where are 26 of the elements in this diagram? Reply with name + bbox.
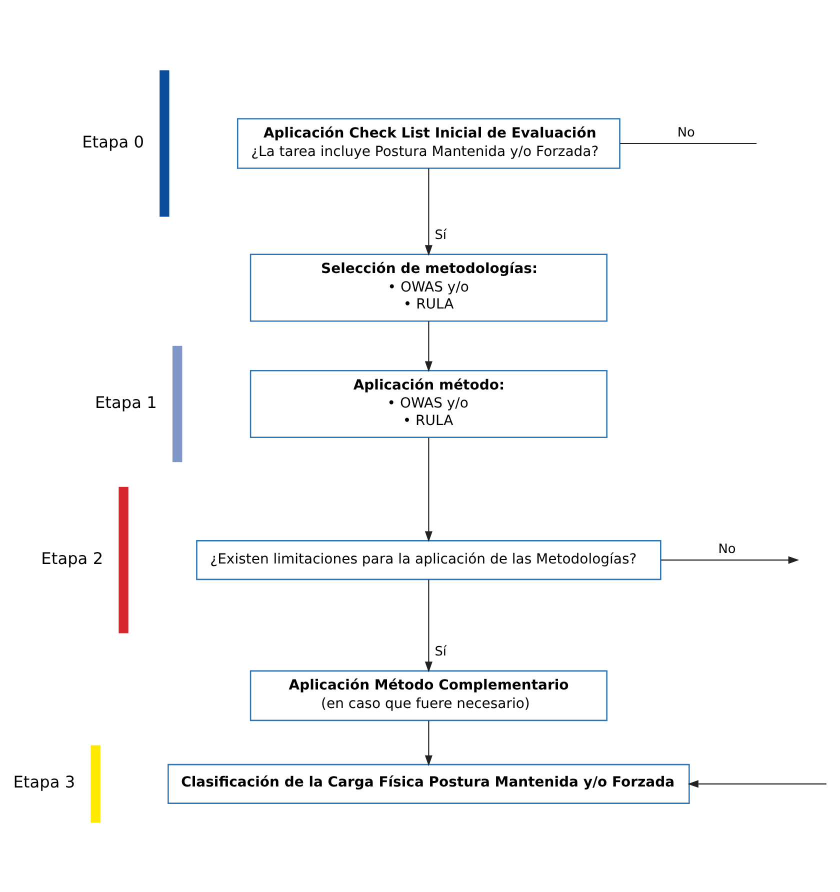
node-bar [172, 345, 182, 462]
edge-label: No [718, 542, 736, 557]
node-bar [160, 70, 170, 216]
node-bar [118, 486, 128, 633]
node-box: Aplicación Check List Inicial de Evaluación ¿La tarea incluye Postura Mantenida y/o Forzada? [236, 118, 620, 168]
arrow [660, 556, 800, 564]
node-box: Aplicación método: • OWAS y/o • RULA [250, 369, 608, 438]
arrow [688, 780, 826, 788]
node-label: Etapa 0 [82, 132, 144, 151]
node-bar [90, 744, 100, 822]
node-box: Aplicación Método Complementario (en caso que fuere necesario) [250, 670, 608, 721]
arrow [424, 579, 432, 672]
node-box: Clasificación de la Carga Física Postura Mantenida y/o Forzada [168, 763, 690, 804]
connector [620, 142, 757, 144]
edge-label: Sí [434, 227, 447, 242]
arrow [424, 320, 432, 372]
edge-label: Sí [434, 644, 447, 659]
edge-label: No [677, 125, 695, 140]
node-box: ¿Existen limitaciones para la aplicación de las Metodologías? [196, 540, 662, 580]
node-label: Etapa 2 [41, 548, 104, 568]
arrow [424, 437, 432, 542]
node-box: Selección de metodologías: • OWAS y/o • RULA [250, 253, 608, 322]
arrow [424, 720, 432, 766]
arrow [424, 168, 432, 256]
node-label: Etapa 1 [95, 392, 157, 412]
node-label: Etapa 3 [13, 772, 76, 792]
